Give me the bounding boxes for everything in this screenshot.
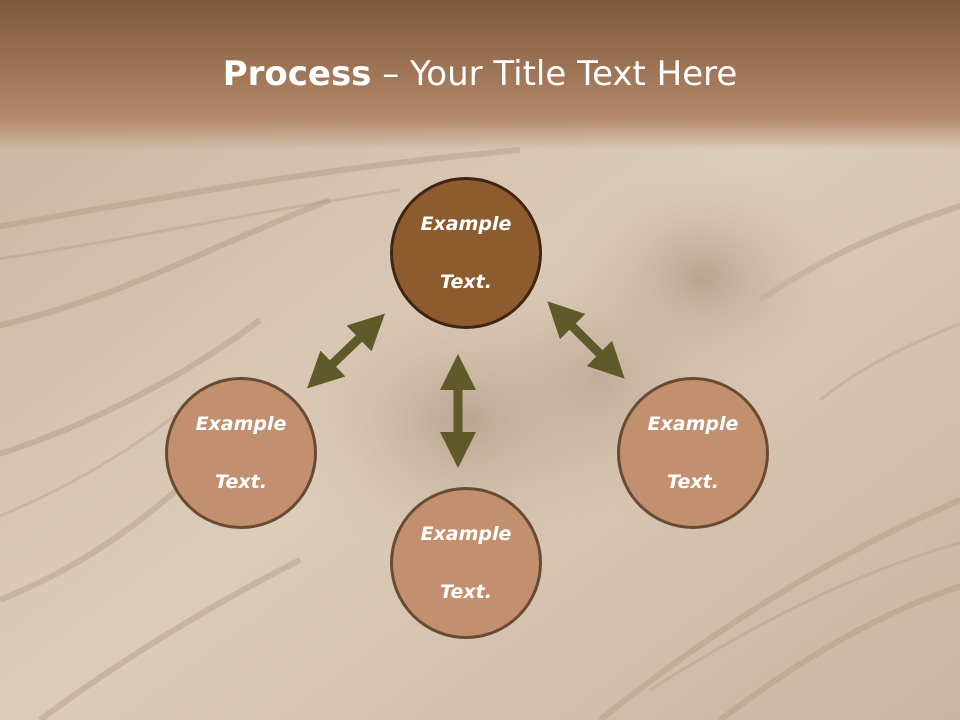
node-center-line2: Text.	[440, 270, 492, 293]
node-center-line1: Example	[420, 212, 512, 235]
arrow-center-right	[547, 301, 625, 379]
title-band	[0, 0, 960, 150]
node-right-line1: Example	[647, 412, 739, 435]
title-rest: – Your Title Text Here	[371, 54, 738, 94]
slide-title: Process – Your Title Text Here	[0, 52, 960, 96]
node-bottom-line1: Example	[420, 522, 512, 545]
title-bold-part: Process	[222, 54, 372, 94]
node-left-line2: Text.	[215, 470, 267, 493]
node-right-line2: Text.	[667, 470, 719, 493]
node-bottom-line2: Text.	[440, 580, 492, 603]
node-left-line1: Example	[195, 412, 287, 435]
arrow-center-left	[307, 313, 385, 389]
